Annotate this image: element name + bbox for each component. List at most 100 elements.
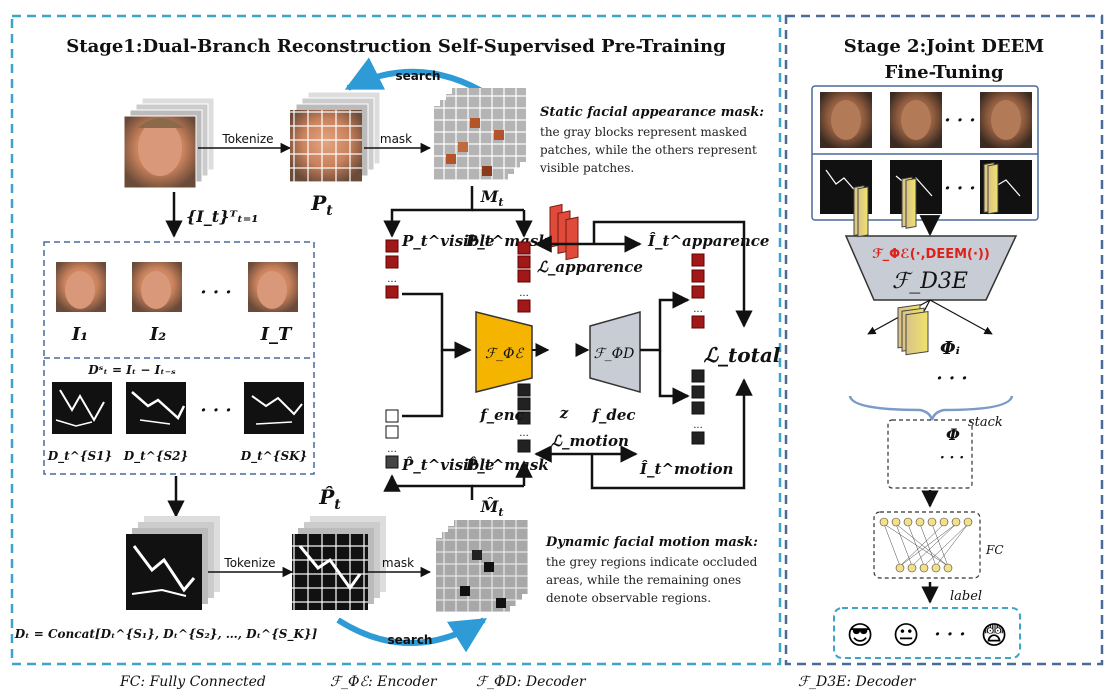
phi-stack-cards	[897, 304, 929, 356]
Mhat-label: M̂t	[480, 497, 504, 519]
svg-text:...: ...	[693, 420, 703, 431]
Mt-label: Mt	[480, 187, 504, 209]
stage2-face-2	[890, 92, 942, 148]
stack-label: stack	[968, 415, 1003, 430]
Pt-label: Pt	[310, 191, 333, 219]
frame-I2	[132, 262, 182, 312]
static-mask-line-2: patches, while the others represent	[540, 143, 757, 157]
static-mask-title: Static facial appearance mask:	[540, 105, 764, 120]
fc-nodes	[879, 517, 973, 573]
latent-z	[549, 203, 579, 261]
Mhat-stack	[436, 520, 528, 612]
loss-app-label: ℒ_apparence	[537, 258, 643, 276]
visible-tokens-top: ...	[385, 239, 399, 299]
diff-D1	[52, 382, 112, 434]
input-frame-stack	[123, 97, 215, 189]
search-arrow-top	[344, 57, 492, 99]
fc-network	[883, 523, 969, 567]
recon-tokens-app: ...	[691, 253, 705, 329]
search-arrow-bottom	[336, 617, 488, 653]
stage2-title-2: Fine-Tuning	[884, 62, 1003, 83]
footer-enc: ℱ_Φℰ: Encoder	[330, 674, 438, 690]
dynamic-mask-line-1: the grey regions indicate occluded	[546, 555, 758, 569]
mask-top: mask	[380, 132, 412, 146]
footer-dec: ℱ_ΦD: Decoder	[476, 674, 587, 690]
p-visible-bottom: P̂_t^visible	[401, 456, 495, 474]
stage1-title: Stage1:Dual-Branch Reconstruction Self-S…	[66, 36, 726, 57]
diff-D2	[126, 382, 186, 434]
Phat-stack	[292, 516, 386, 610]
emoji-neutral: 😐	[892, 621, 919, 651]
stage2-ellipsis-top: · · ·	[944, 110, 975, 131]
Dt-stack	[126, 516, 220, 610]
d3e-block	[844, 235, 1018, 301]
encoder-block	[475, 311, 533, 393]
diff-formula: Dˢₜ = Iₜ − Iₜ₋ₛ	[87, 363, 176, 377]
tokenize-bottom: Tokenize	[223, 556, 275, 570]
loss-total-label: ℒ_total	[704, 343, 781, 367]
Pt-stack	[290, 91, 381, 182]
feature-cards-3	[983, 162, 999, 215]
phi-stack-box	[887, 419, 973, 489]
frames-panel	[43, 241, 315, 475]
recon-tokens-mot: ...	[691, 369, 705, 445]
footer-d3e: ℱ_D3E: Decoder	[798, 674, 917, 690]
decoder-symbol: ℱ_ΦD	[594, 346, 635, 362]
stage2-frame	[784, 14, 1104, 666]
visible-tokens-bottom: ...	[385, 409, 399, 469]
p-visible-top: P_t^visible	[401, 232, 495, 250]
diff-DK	[244, 382, 304, 434]
feature-cards-1	[853, 185, 869, 238]
mask-tokens-bottom: ...	[517, 383, 531, 453]
dynamic-mask-line-2: areas, while the remaining ones	[546, 573, 741, 587]
d3e-red-formula: ℱ_Φℰ(·,DEEM(·))	[872, 247, 990, 262]
emoji-fear: 😨	[980, 621, 1007, 651]
stage2-face-1	[820, 92, 872, 148]
svg-text:...: ...	[693, 304, 703, 315]
svg-text:...: ...	[519, 428, 529, 439]
phi-label: Φ	[946, 425, 960, 444]
z-label: z	[559, 404, 569, 422]
fc-box	[873, 511, 981, 579]
search-label-bottom: search	[388, 633, 433, 647]
f-enc-label: f_enc	[479, 406, 524, 424]
static-mask-line-1: the gray blocks represent masked	[540, 125, 747, 139]
mask-bottom: mask	[382, 556, 414, 570]
frames-ellipsis: · · ·	[200, 282, 231, 303]
recon-app-label: Î_t^apparence	[647, 232, 769, 250]
p-mask-top: P_t^mask	[465, 232, 549, 250]
stage2-ellipsis-phi: · · ·	[940, 450, 964, 466]
encoder-symbol: ℱ_Φℰ	[485, 346, 524, 362]
stage1-frame	[10, 14, 782, 666]
tokenize-top: Tokenize	[221, 132, 273, 146]
search-label-top: search	[396, 69, 441, 83]
concat-formula: Dₜ = Concat[Dₜ^{S₁}, Dₜ^{S₂}, …, Dₜ^{S_K…	[14, 627, 318, 642]
Mt-stack	[434, 88, 526, 180]
emoji-ellipsis: · · ·	[934, 624, 965, 645]
emoji-box	[833, 607, 1021, 659]
fc-label: FC	[985, 543, 1004, 557]
emoji-cool: 😎	[846, 621, 873, 651]
svg-text:...: ...	[387, 444, 397, 455]
stack-brace	[848, 395, 1014, 421]
frame-IT	[248, 262, 298, 312]
stage2-ellipsis-bot: · · ·	[944, 178, 975, 199]
dynamic-mask-line-3: denote observable regions.	[546, 591, 711, 605]
svg-text:...: ...	[387, 274, 397, 285]
label-DK: D_t^{SK}	[240, 449, 308, 464]
label-I1: I₁	[71, 324, 88, 345]
frame-I1	[56, 262, 106, 312]
Phat-label: P̂t	[318, 485, 341, 513]
footer-fc: FC: Fully Connected	[119, 674, 266, 690]
label-I2: I₂	[149, 324, 166, 345]
frames-label: {I_t}ᵀₜ₌₁	[186, 207, 258, 226]
f-dec-label: f_dec	[591, 406, 635, 424]
phi-i-label: Φᵢ	[940, 338, 960, 359]
feature-cards-2	[901, 176, 917, 229]
p-mask-bottom: P̂_t^mask	[465, 456, 549, 474]
stage2-face-3	[980, 92, 1032, 148]
d3e-symbol: ℱ_D3E	[892, 269, 968, 294]
label-label: label	[950, 589, 982, 604]
loss-mot-label: ℒ_motion	[551, 432, 629, 450]
